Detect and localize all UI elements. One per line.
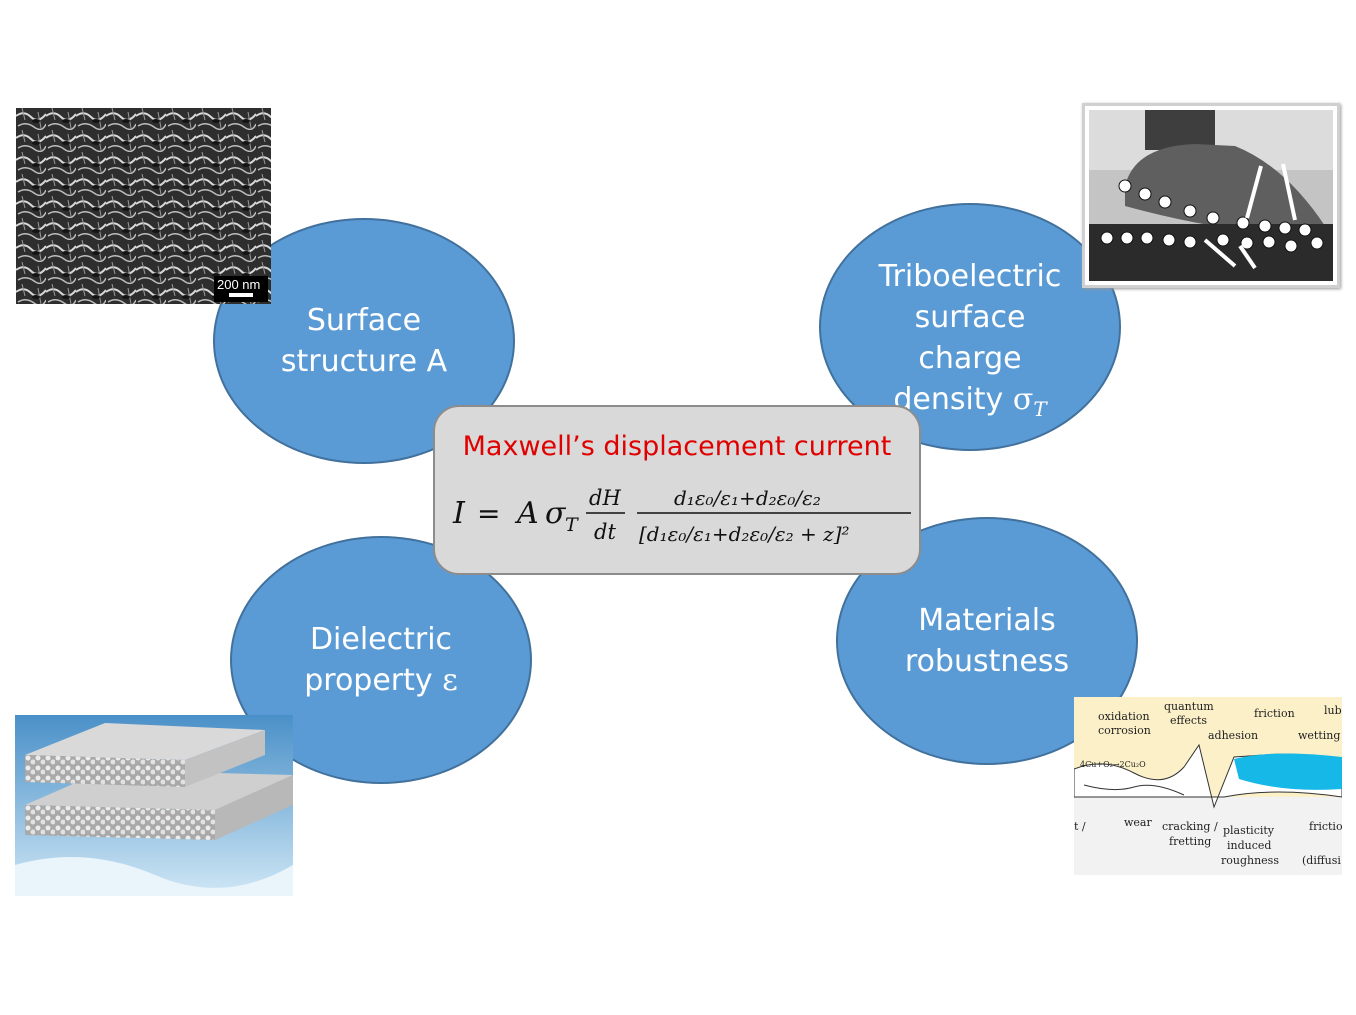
- label-reaction: 4Cu+O₂→2Cu₂O: [1080, 760, 1146, 769]
- formula-sigma-sub: T: [565, 514, 579, 536]
- label-roughness: roughness: [1221, 854, 1279, 867]
- label-quantum: quantum: [1164, 700, 1214, 713]
- dielectric-line2: property: [304, 663, 433, 698]
- formula-denominator: [d₁ε₀/ε₁+d₂ε₀/ε₂ + z]²: [639, 522, 850, 546]
- label-wetting: wetting: [1298, 729, 1340, 742]
- maxwell-panel: Maxwell’s displacement current I = A σ T…: [433, 405, 921, 575]
- tribo-line2: surface: [914, 300, 1026, 335]
- sem-surface-image: 200 nm: [16, 108, 271, 304]
- formula-lhs: I: [452, 496, 466, 531]
- surface-structure-line1: Surface: [306, 303, 422, 338]
- shoe-charge-image: [1082, 103, 1340, 288]
- panel-title: Maxwell’s displacement current: [462, 431, 892, 462]
- materials-line2: robustness: [904, 644, 1070, 679]
- formula-equals: =: [477, 497, 500, 530]
- label-oxidation: oxidation: [1098, 710, 1150, 723]
- label-fretting: fretting: [1169, 835, 1211, 848]
- label-wear: wear: [1124, 816, 1152, 829]
- label-friction-top: friction: [1254, 707, 1295, 720]
- surface-phenomena-image: oxidation corrosion quantum effects fric…: [1074, 697, 1342, 875]
- label-friction-bottom: frictio: [1309, 820, 1342, 833]
- materials-line1: Materials: [918, 603, 1056, 638]
- epsilon-symbol: ε: [442, 663, 458, 698]
- tribo-line3: charge: [918, 341, 1022, 376]
- label-diffusi: (diffusi: [1302, 854, 1341, 867]
- surface-structure-line2: structure A: [280, 344, 448, 379]
- tribo-line1: Triboelectric: [878, 259, 1062, 294]
- formula-area: A: [514, 496, 539, 531]
- formula-dh-den: dt: [594, 520, 616, 544]
- formula-sigma: σ: [545, 496, 567, 531]
- formula-dh-num: dH: [589, 486, 621, 510]
- label-lub: lubr: [1324, 704, 1342, 717]
- label-cracking: cracking /: [1162, 820, 1218, 833]
- label-t: t /: [1074, 820, 1086, 833]
- formula-numerator: d₁ε₀/ε₁+d₂ε₀/ε₂: [674, 486, 821, 510]
- label-induced: induced: [1227, 839, 1271, 852]
- label-plasticity: plasticity: [1223, 824, 1275, 837]
- label-corrosion: corrosion: [1098, 724, 1151, 737]
- dielectric-foam-image: [15, 715, 293, 896]
- displacement-current-formula: I = A σ T dH dt d₁ε₀/ε₁+d₂ε₀/ε₂ [d₁ε₀/ε₁…: [452, 486, 911, 546]
- sigma-symbol: σT: [1012, 382, 1047, 421]
- dielectric-line1: Dielectric: [309, 622, 453, 657]
- label-adhesion: adhesion: [1208, 729, 1258, 742]
- sem-scale-label: 200 nm: [217, 277, 260, 292]
- label-effects: effects: [1170, 714, 1207, 727]
